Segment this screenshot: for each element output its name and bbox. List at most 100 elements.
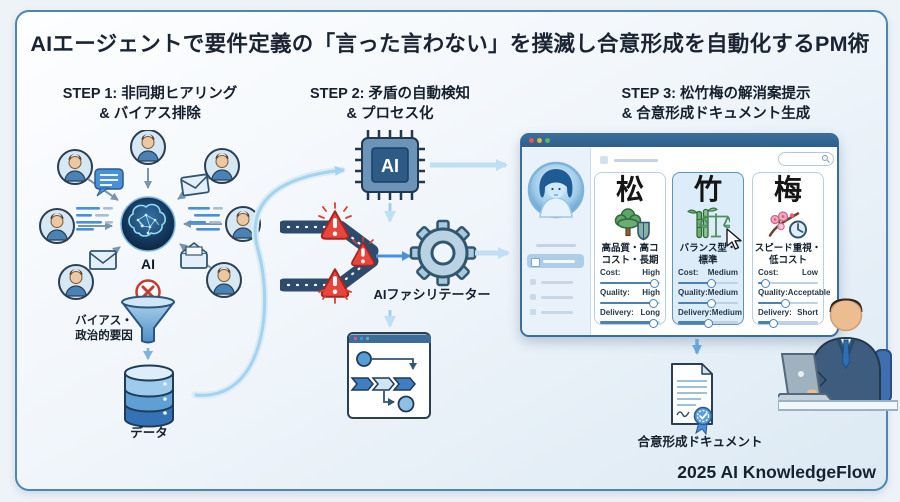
signature <box>676 411 690 418</box>
step1-heading-line2: & バイアス排除 <box>99 105 201 122</box>
slider-label: Quality: <box>758 288 788 298</box>
step3-heading-line1: STEP 3: 松竹梅の解消案提示 <box>621 86 811 102</box>
document-output <box>671 339 713 436</box>
sidebar-item[interactable] <box>530 308 584 316</box>
sidebar-text-line <box>536 244 576 247</box>
window-zoom-button[interactable] <box>545 138 550 143</box>
toolbar-icon <box>600 156 608 164</box>
avatar-icon <box>57 149 93 185</box>
slider-label: Cost: <box>600 268 621 278</box>
option-card-ume[interactable]: 梅 スピード重視・低コスト Cost: Low <box>752 172 830 328</box>
quality-slider[interactable] <box>678 299 738 309</box>
envelope-open-icon <box>180 241 208 269</box>
toolbar-text-line <box>614 158 658 162</box>
cost-slider[interactable] <box>758 279 818 289</box>
document-icon <box>671 363 713 436</box>
delivery-slider[interactable] <box>600 318 660 328</box>
delivery-slider[interactable] <box>678 318 738 328</box>
plum-blossom-clock-icon <box>768 211 807 239</box>
chip-label: AI <box>381 156 399 176</box>
search-input[interactable] <box>778 152 834 166</box>
detection-diagram: AI <box>280 130 510 419</box>
slider-label: Delivery: <box>600 308 634 318</box>
warning-icon <box>351 236 375 267</box>
window-minimize-button[interactable] <box>537 138 542 143</box>
ribbon-seal-icon <box>693 406 713 436</box>
quality-slider[interactable] <box>758 299 818 309</box>
search-icon <box>821 154 830 163</box>
scale-icon <box>699 213 730 238</box>
slider-value: Medium <box>707 268 738 278</box>
quality-slider[interactable] <box>600 299 660 309</box>
step1-heading: STEP 1: 非同期ヒアリング & バイアス排除 <box>28 85 272 124</box>
pm-person-illustration <box>778 298 898 411</box>
facilitator-label: AIファシリテーター <box>373 287 490 302</box>
delivery-slider[interactable] <box>758 318 818 328</box>
speech-bubble-icon <box>94 168 124 197</box>
slider-label: Cost: <box>678 268 699 278</box>
sidebar-item-selected[interactable] <box>527 254 584 268</box>
warning-icon <box>318 202 352 240</box>
slider-label: Cost: <box>758 268 779 278</box>
slider-value: High <box>642 288 660 298</box>
slider-value: Medium <box>711 308 743 318</box>
cost-slider[interactable] <box>600 279 660 289</box>
slider-label: Delivery: <box>678 308 712 318</box>
card-description: 高品質・高ココスト・長期 <box>601 242 659 267</box>
step2-heading-line1: STEP 2: 矛盾の自動検知 <box>309 86 471 102</box>
chip-icon: AI <box>355 130 425 200</box>
card-kanji: 松 <box>615 175 644 206</box>
card-description: スピード重視・低コスト <box>754 242 822 267</box>
head <box>829 298 863 332</box>
step3-heading: STEP 3: 松竹梅の解消案提示 & 合意形成ドキュメント生成 <box>566 85 866 124</box>
clock-icon <box>789 220 807 239</box>
database-icon <box>124 364 174 428</box>
step1-heading-line1: STEP 1: 非同期ヒアリング <box>62 86 238 102</box>
ai-assistant-avatar <box>527 161 585 219</box>
slider-value: Medium <box>707 288 739 298</box>
blossom <box>770 211 795 231</box>
slider-label: Quality: <box>600 288 630 298</box>
window-titlebar <box>521 134 838 147</box>
credit-text: 2025 AI KnowledgeFlow <box>677 462 876 482</box>
tie <box>841 339 851 369</box>
slider-value: Short <box>797 308 818 318</box>
pine-tree-icon <box>614 208 650 241</box>
document-label: 合意形成ドキュメント <box>637 435 763 449</box>
sidebar-item[interactable] <box>530 278 584 286</box>
cursor-icon <box>726 228 742 250</box>
ai-label: AI <box>141 256 155 272</box>
checkbox-icon <box>531 257 540 267</box>
slider-label: Quality: <box>678 288 708 298</box>
step3-heading-line2: & 合意形成ドキュメント生成 <box>621 105 811 122</box>
slider-value: Low <box>802 268 818 278</box>
envelope-icon <box>89 250 117 270</box>
hair <box>829 298 863 313</box>
avatar-icon <box>58 264 94 300</box>
slider-value: Long <box>640 308 660 318</box>
bamboo-scale-icon <box>687 207 730 238</box>
filter-label-line1: バイアス・ <box>75 314 133 327</box>
warning-icon <box>318 268 352 304</box>
check-icon <box>699 412 708 420</box>
flowchart-icon <box>347 332 431 419</box>
data-label: データ <box>130 425 168 440</box>
funnel-icon <box>121 295 175 344</box>
brain-icon <box>120 196 176 252</box>
flow-connector <box>191 165 346 399</box>
option-card-take[interactable]: 竹 バランス型・標準 Cost:Medium Quality:Medium <box>672 172 744 328</box>
proposal-window: 松 高品質・高ココスト・長期 Cost:High Quality:High De… <box>520 133 839 337</box>
card-kanji: 竹 <box>693 175 722 206</box>
option-card-matsu[interactable]: 松 高品質・高ココスト・長期 Cost:High Quality:High De… <box>594 172 666 328</box>
sidebar-item[interactable] <box>530 293 584 301</box>
step2-heading: STEP 2: 矛盾の自動検知 & プロセス化 <box>288 85 492 124</box>
hearing-diagram: AI バイアス・ 政治的要因 データ <box>39 130 261 440</box>
desk <box>778 400 898 411</box>
window-close-button[interactable] <box>529 138 534 143</box>
cost-slider[interactable] <box>678 279 738 289</box>
sidebar <box>522 148 591 335</box>
card-kanji: 梅 <box>773 175 802 206</box>
slider-label: Delivery: <box>758 308 792 318</box>
slider-value: Acceptable <box>787 288 831 298</box>
